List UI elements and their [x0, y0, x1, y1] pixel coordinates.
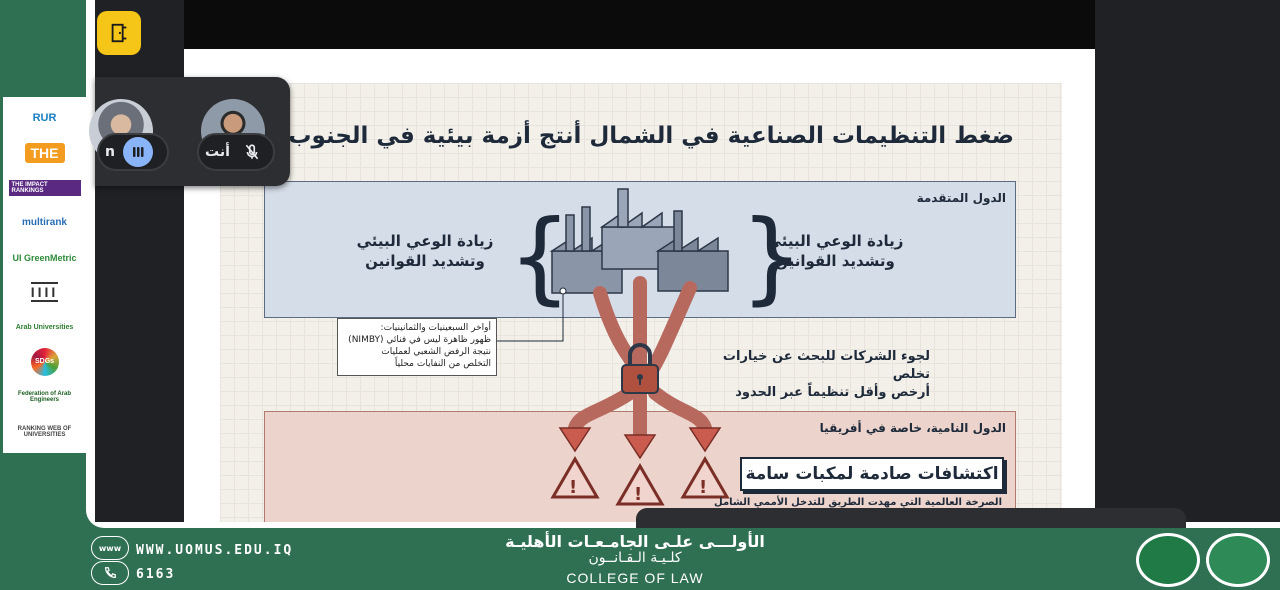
warning-marks: ! ! !: [569, 477, 707, 505]
footer-college-arabic: كلـيـة الـقـانــون: [588, 550, 682, 566]
logo-the: THE: [9, 141, 81, 165]
developed-countries-label: الدول المتقدمة: [916, 191, 1006, 205]
logo-arab-engineers-text: Federation of Arab Engineers: [17, 390, 72, 403]
phone-icon: [91, 561, 129, 585]
svg-text:!: !: [699, 477, 707, 498]
logo-rur-text: RUR: [32, 112, 57, 125]
padlock-icon: [621, 343, 659, 394]
website-text: WWW.UOMUS.EDU.IQ: [136, 543, 294, 558]
svg-text:!: !: [634, 484, 642, 505]
participant-chip-other[interactable]: n: [97, 133, 169, 171]
phone-number: 6163: [136, 567, 176, 582]
logo-the-text: THE: [24, 143, 65, 164]
note-line4: التخلص من النفايات محلياً: [394, 359, 491, 369]
logo-sdgs-text: SDGs: [30, 347, 59, 376]
logo-multirank: multirank: [9, 211, 81, 235]
meeting-side-area: [1095, 0, 1280, 522]
awareness-right-line2: وتشديد القوانين: [775, 252, 895, 270]
mic-off-icon: [238, 137, 267, 167]
logo-greenmetric-text: UI GreenMetric: [12, 252, 77, 263]
logo-arab-universities-text: Arab Universities: [15, 323, 74, 331]
participant-name-other: n: [105, 144, 115, 160]
developing-countries-label: الدول النامية، خاصة في أفريقيا: [819, 421, 1006, 435]
participant-name-self: أنت: [205, 144, 230, 160]
companies-line2: أرخص وأقل تنظيماً عبر الحدود: [735, 385, 930, 400]
logo-sdgs: SDGs: [9, 347, 81, 376]
global-outcry-text: الصرخة العالمية التي مهدت الطريق للتدخل …: [714, 497, 1002, 508]
participants-overlay: n أنت: [89, 77, 290, 186]
door-exit-icon: [111, 23, 127, 43]
logo-greenmetric: UI GreenMetric: [9, 246, 81, 270]
presentation-slide: ضغط التنظيمات الصناعية في الشمال أنتج أز…: [220, 83, 1062, 522]
branding-footer: www WWW.UOMUS.EDU.IQ 6163 الأولـــى علـى…: [0, 528, 1280, 590]
logo-multirank-text: multirank: [21, 217, 67, 229]
companies-text: لجوء الشركات للبحث عن خيارات تخلص أرخص و…: [690, 348, 930, 402]
factory-icon: [549, 188, 729, 294]
logo-iiii-text: IIII: [30, 282, 59, 303]
audio-level-icon: [122, 137, 153, 167]
logo-iiii: IIII: [9, 280, 81, 304]
logo-arab-universities: Arab Universities: [9, 315, 81, 339]
logo-webometrics-text: RANKING WEB OF UNIVERSITIES: [17, 425, 72, 438]
university-seal-right: [1206, 533, 1270, 587]
nimby-note-box: أواخر السبعينيات والثمانينيات: ظهور ظاهر…: [337, 318, 497, 376]
logo-the-impact: THE IMPACT RANKINGS: [8, 176, 81, 200]
logo-webometrics: RANKING WEB OF UNIVERSITIES: [9, 420, 81, 444]
globe-icon: www: [91, 536, 129, 560]
svg-text:!: !: [569, 477, 577, 498]
rankings-logo-strip: RUR THE THE IMPACT RANKINGS multirank UI…: [3, 97, 86, 453]
www-icon-text: www: [98, 543, 122, 553]
note-leader-line: [497, 287, 567, 342]
logo-the-impact-text: THE IMPACT RANKINGS: [8, 179, 81, 196]
awareness-right: زيادة الوعي البيئي وتشديد القوانين: [760, 231, 910, 271]
note-line1: أواخر السبعينيات والثمانينيات:: [380, 323, 491, 333]
meeting-top-bar: [184, 0, 1095, 49]
leave-call-button[interactable]: [97, 11, 141, 55]
waste-pipes: [568, 276, 712, 440]
awareness-left-line1: زيادة الوعي البيئي: [356, 232, 494, 250]
note-line2: ظهور ظاهرة ليس في فنائي (NIMBY): [348, 335, 491, 345]
university-seal-left: [1136, 533, 1200, 587]
note-line3: نتيجة الرفض الشعبي لعمليات: [381, 347, 491, 357]
logo-rur: RUR: [9, 106, 81, 130]
footer-college-english: COLLEGE OF LAW: [566, 570, 704, 586]
toxic-dumps-title: اكتشافات صادمة لمكبات سامة: [740, 457, 1004, 491]
awareness-left: زيادة الوعي البيئي وتشديد القوانين: [350, 231, 500, 271]
slide-title: ضغط التنظيمات الصناعية في الشمال أنتج أز…: [220, 123, 1014, 149]
brace-right: }: [740, 198, 804, 315]
arrow-heads: [558, 427, 722, 460]
participant-chip-self[interactable]: أنت: [197, 133, 275, 171]
factory-diagram: { }: [497, 188, 804, 506]
companies-line1: لجوء الشركات للبحث عن خيارات تخلص: [722, 349, 930, 382]
caption-bar: [636, 508, 1186, 530]
awareness-left-line2: وتشديد القوانين: [365, 252, 485, 270]
warning-icon: [550, 456, 730, 506]
footer-title-arabic: الأولـــى علـى الجامـعـات الأهليـة: [505, 532, 765, 551]
logo-arab-engineers: Federation of Arab Engineers: [9, 385, 81, 409]
awareness-right-line1: زيادة الوعي البيئي: [766, 232, 904, 250]
